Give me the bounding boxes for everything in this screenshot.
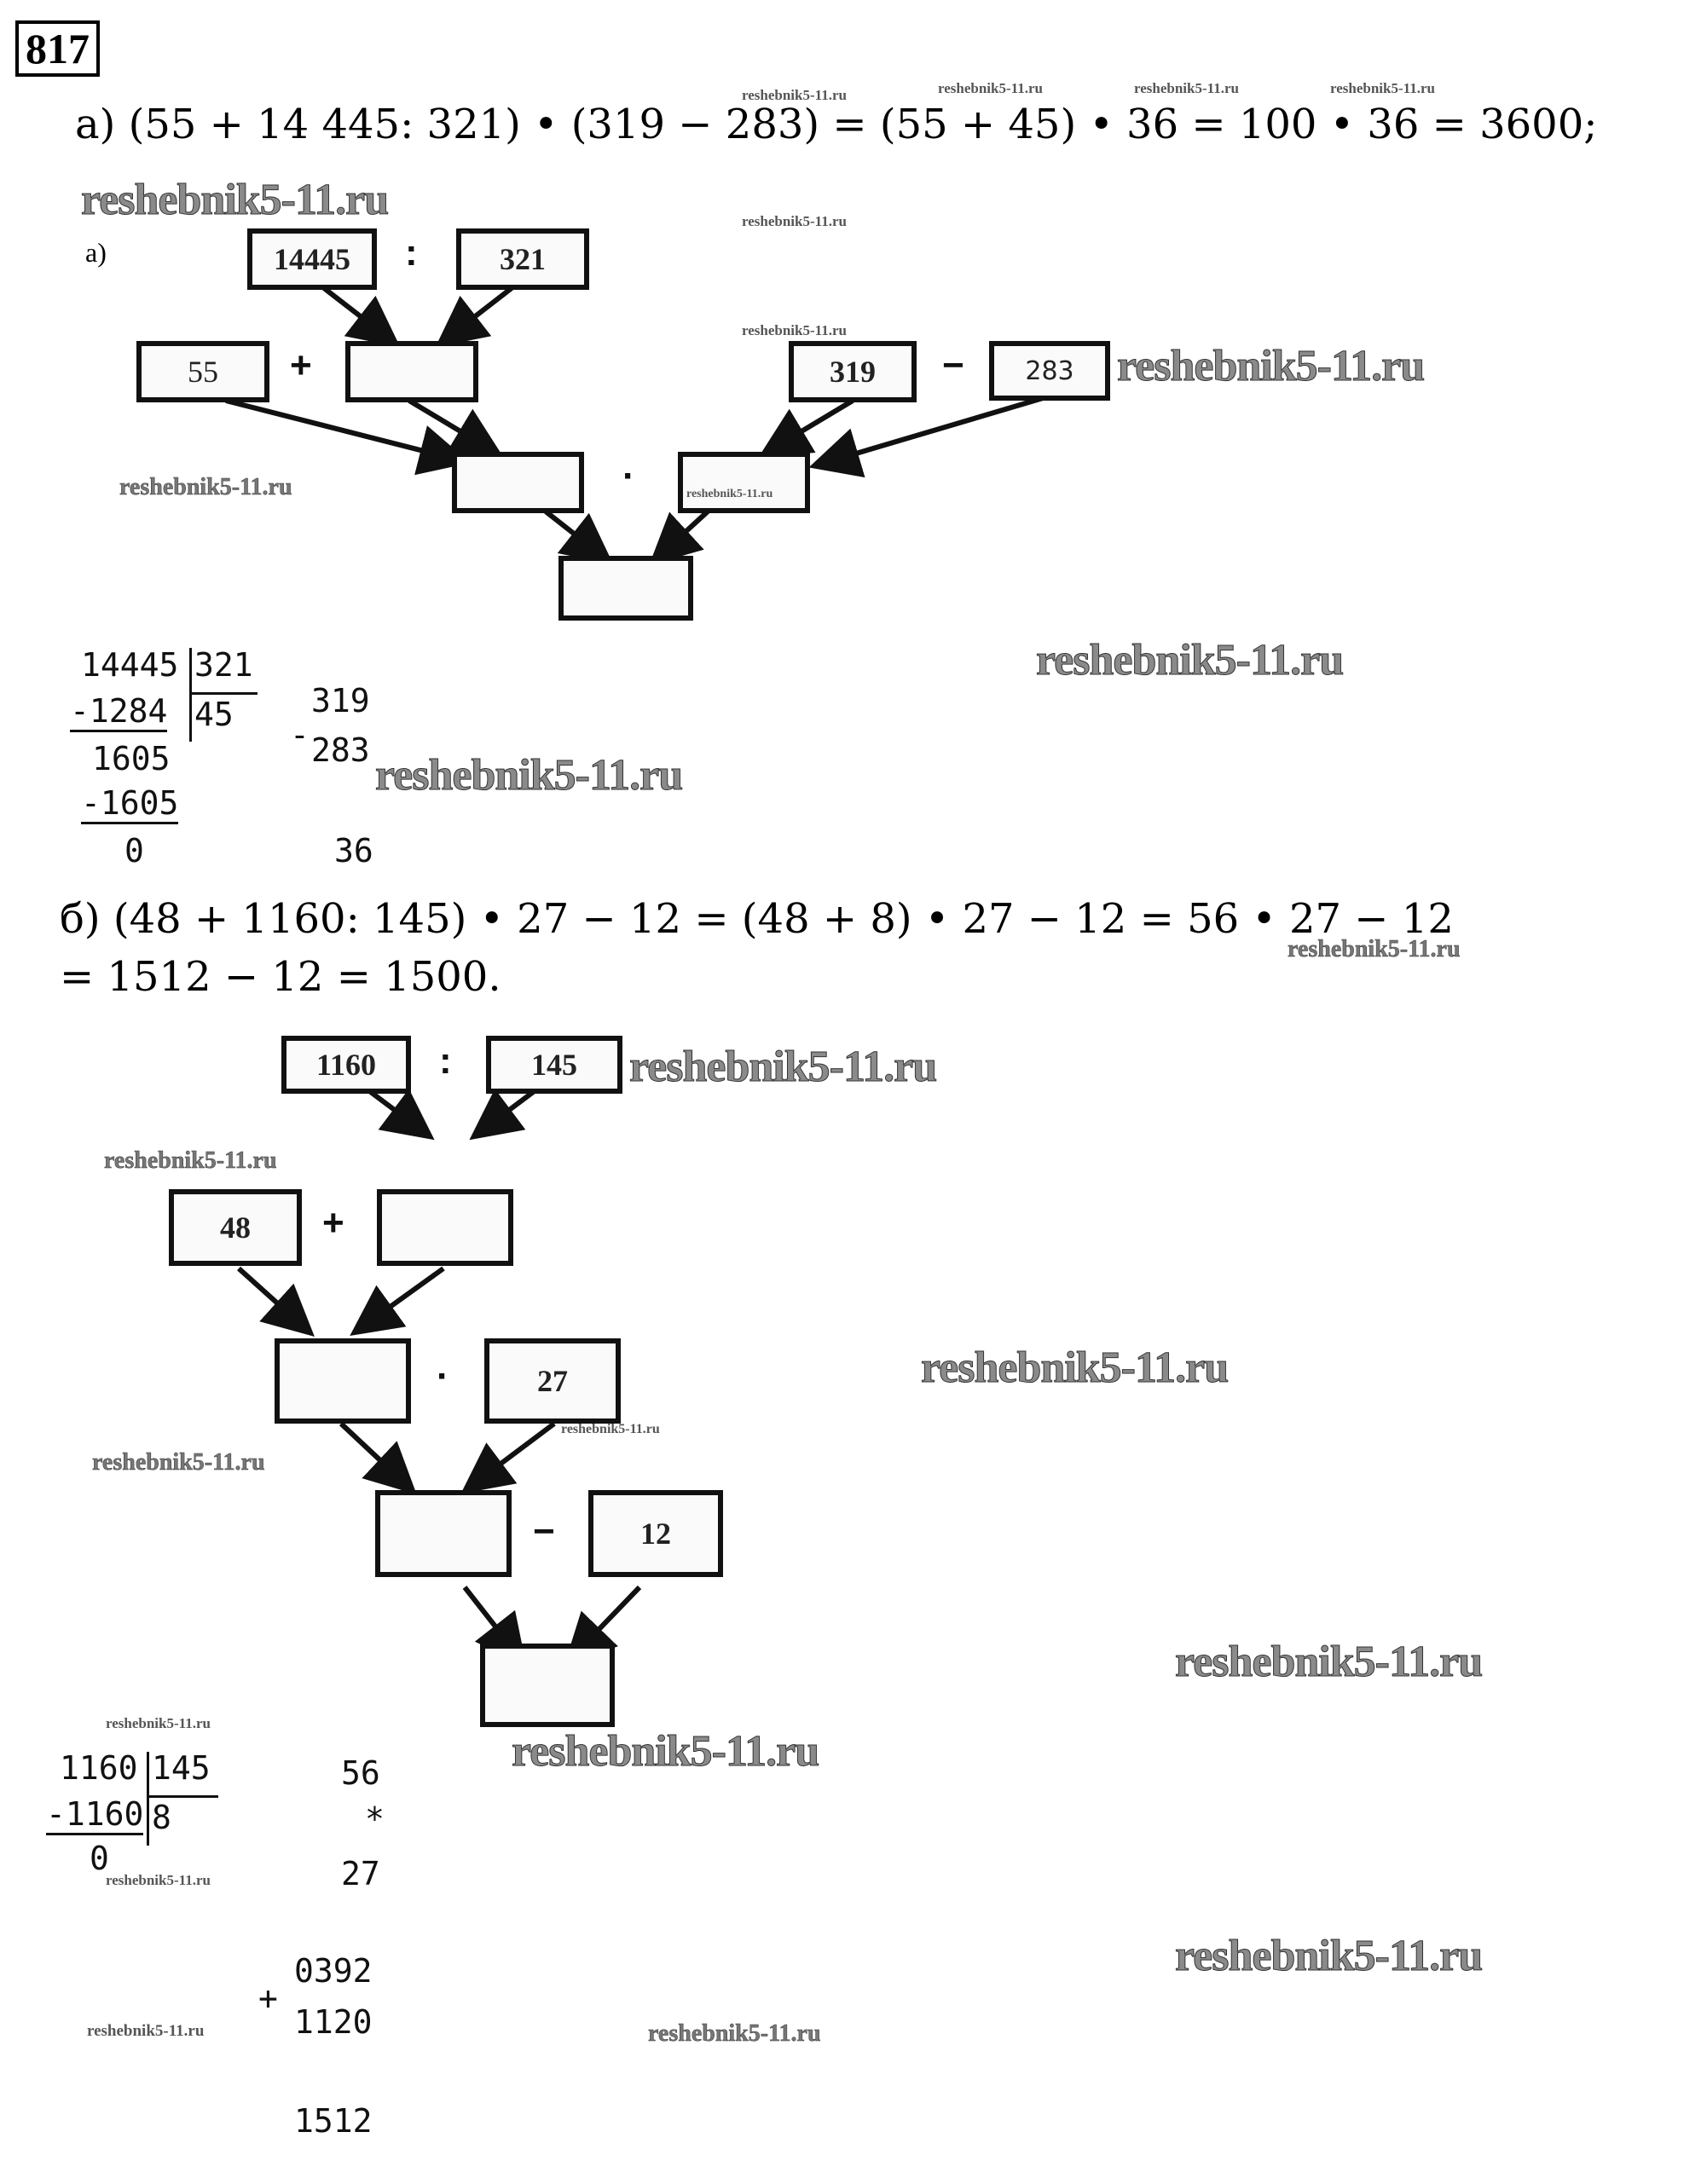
box-55: 55 <box>136 341 269 402</box>
diagram-a-label: а) <box>85 237 107 268</box>
box-diff-empty <box>375 1490 512 1577</box>
sub-a-subtrahend: 283 <box>311 731 370 769</box>
arrow <box>544 509 614 565</box>
div-b-vline <box>147 1752 149 1846</box>
op-plus: + <box>290 344 312 386</box>
box-283: 283 <box>989 341 1110 401</box>
op-multiply: · <box>622 455 635 497</box>
watermark: reshebnik5-11.ru <box>92 1449 265 1476</box>
arrow <box>808 391 1058 478</box>
mul-b-result: 1512 <box>294 2102 373 2140</box>
watermark: reshebnik5-11.ru <box>1174 1638 1483 1687</box>
arrow <box>460 1421 556 1494</box>
mul-b-a: 56 <box>341 1754 380 1792</box>
arrow <box>322 286 401 348</box>
box-product-empty <box>275 1338 411 1424</box>
watermark: reshebnik5-11.ru <box>686 488 773 500</box>
part-a-equation: а) (55 + 14 445: 321) • (319 − 283) = (5… <box>75 101 1598 148</box>
div-b-dividend: 1160 <box>60 1749 138 1787</box>
arrow <box>649 509 710 566</box>
watermark: reshebnik5-11.ru <box>742 87 847 103</box>
watermark: reshebnik5-11.ru <box>1174 1932 1483 1981</box>
div-b-divisor: 145 <box>152 1749 211 1787</box>
box-sum-empty <box>377 1189 513 1266</box>
watermark: reshebnik5-11.ru <box>106 1872 211 1888</box>
div-a-hline <box>189 692 258 695</box>
watermark: reshebnik5-11.ru <box>938 80 1043 96</box>
watermark: reshebnik5-11.ru <box>106 1715 211 1731</box>
div-b-remainder-final: 0 <box>90 1840 109 1877</box>
mul-b-partial1: 0392 <box>294 1952 373 1990</box>
arrow <box>758 398 854 458</box>
div-b-quotient: 8 <box>152 1799 171 1836</box>
op-minus: − <box>942 344 964 386</box>
box-14445: 14445 <box>247 228 377 290</box>
box-321: 321 <box>456 228 589 290</box>
box-sum-empty <box>345 341 478 402</box>
watermark: reshebnik5-11.ru <box>648 2020 821 2048</box>
arrow <box>350 1266 445 1337</box>
box-319: 319 <box>789 341 917 402</box>
sub-a-minuend: 319 <box>311 682 370 719</box>
div-a-step1: -1284 <box>70 692 168 732</box>
box-final-empty <box>480 1644 615 1727</box>
arrow <box>435 286 513 348</box>
watermark: reshebnik5-11.ru <box>1035 636 1344 685</box>
div-a-quotient: 45 <box>194 696 234 733</box>
watermark: reshebnik5-11.ru <box>119 474 292 501</box>
mul-b-sign: * <box>365 1800 385 1838</box>
div-a-remainder1: 1605 <box>92 740 171 777</box>
op-divide: : <box>405 232 418 274</box>
task-number: 817 <box>15 20 100 77</box>
arrow <box>339 1421 417 1495</box>
op-plus: + <box>322 1202 344 1244</box>
box-145: 145 <box>486 1036 622 1094</box>
op-divide: : <box>439 1040 452 1082</box>
watermark: reshebnik5-11.ru <box>1330 80 1435 96</box>
watermark: reshebnik5-11.ru <box>1288 936 1461 963</box>
watermark: reshebnik5-11.ru <box>561 1422 660 1436</box>
div-a-vline <box>189 648 192 742</box>
div-a-remainder-final: 0 <box>124 832 144 870</box>
box-27: 27 <box>484 1338 621 1424</box>
watermark: reshebnik5-11.ru <box>742 213 847 229</box>
watermark: reshebnik5-11.ru <box>511 1727 819 1777</box>
watermark: reshebnik5-11.ru <box>87 2022 205 2040</box>
watermark: reshebnik5-11.ru <box>80 176 389 225</box>
mul-b-plus: + <box>258 1979 278 2017</box>
sub-a-result: 36 <box>334 832 373 870</box>
watermark: reshebnik5-11.ru <box>628 1043 937 1092</box>
watermark: reshebnik5-11.ru <box>920 1343 1229 1393</box>
op-multiply: · <box>437 1355 449 1397</box>
arrow <box>408 398 504 458</box>
div-b-hline <box>147 1795 218 1798</box>
box-1160: 1160 <box>281 1036 411 1094</box>
box-48: 48 <box>169 1189 302 1266</box>
box-right-result-empty <box>678 452 810 513</box>
mul-b-partial2: 1120 <box>294 2003 373 2041</box>
op-minus: − <box>533 1511 555 1552</box>
watermark: reshebnik5-11.ru <box>1116 342 1425 391</box>
watermark: reshebnik5-11.ru <box>104 1147 277 1175</box>
mul-b-b: 27 <box>341 1855 380 1892</box>
part-b-equation-line2: = 1512 − 12 = 1500. <box>60 953 501 1001</box>
div-a-dividend: 14445 <box>81 646 179 684</box>
arrow <box>236 1266 315 1338</box>
arrow <box>225 398 471 476</box>
watermark: reshebnik5-11.ru <box>374 751 683 800</box>
box-final-empty <box>558 556 693 621</box>
part-b-equation-line1: б) (48 + 1160: 145) • 27 − 12 = (48 + 8)… <box>60 895 1454 943</box>
div-a-divisor: 321 <box>194 646 253 684</box>
sub-a-sign: - <box>290 716 310 754</box>
div-a-step2: -1605 <box>81 784 179 824</box>
box-left-result-empty <box>452 452 584 513</box>
div-b-step1: -1160 <box>46 1795 144 1835</box>
box-12: 12 <box>588 1490 723 1577</box>
watermark: reshebnik5-11.ru <box>1134 80 1239 96</box>
watermark: reshebnik5-11.ru <box>742 322 847 338</box>
